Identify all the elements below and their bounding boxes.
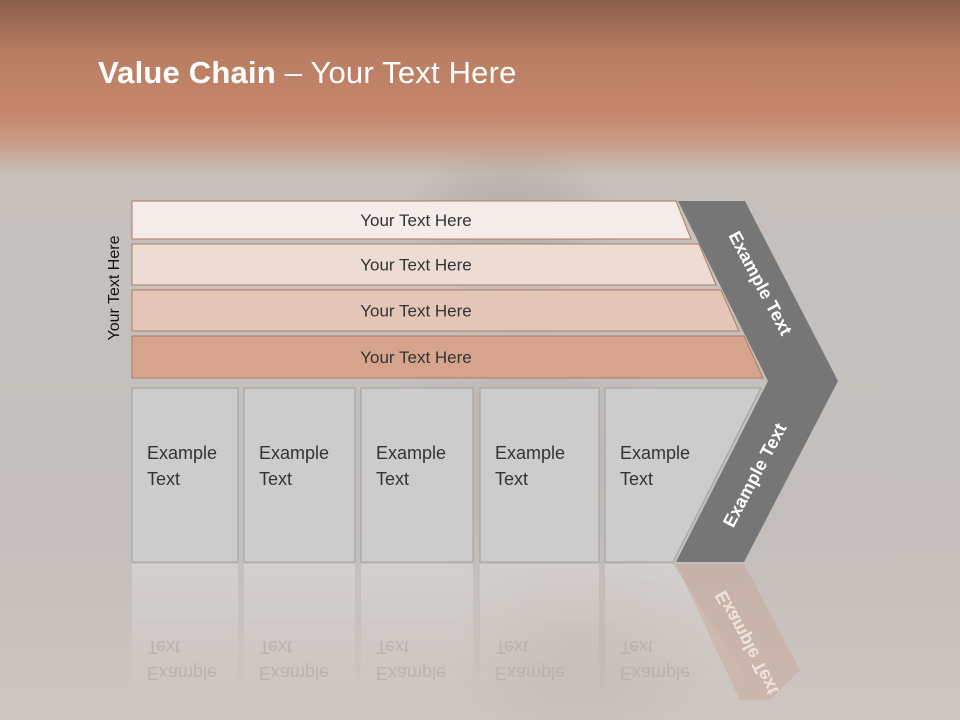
activity-box-reflection-line2: Text [495,637,528,657]
activity-box-5[interactable] [604,387,762,563]
activity-row-label: Your Text Here [360,256,472,275]
activity-box-reflection-line1: Example [620,663,690,683]
activity-box-4[interactable] [479,387,600,563]
activity-box-label-line2: Text [620,469,653,489]
activity-row-2[interactable] [131,243,717,286]
activity-box-reflection-line1: Example [259,663,329,683]
activity-box-label-line2: Text [376,469,409,489]
activity-row-4[interactable] [131,335,764,379]
activity-box-reflection [605,564,761,700]
activity-box-reflection [480,564,599,700]
activity-box-reflection-line2: Text [147,637,180,657]
slide-title[interactable]: Value Chain – Your Text Here [98,55,517,91]
activity-box-reflection-line2: Text [620,637,653,657]
activity-box-reflection [244,564,355,700]
activity-box-reflection-line1: Example [495,663,565,683]
activity-row-label: Your Text Here [360,211,472,230]
activity-box-label-line1: Example [495,443,565,463]
activity-box-label-line2: Text [495,469,528,489]
title-rest-part: – Your Text Here [275,55,517,90]
activity-row-1[interactable] [131,200,692,240]
activity-box-label-line1: Example [147,443,217,463]
title-bold-part: Value Chain [98,55,276,90]
activity-box-reflection [132,564,238,700]
activity-box-reflection [361,564,473,700]
activity-box-label-line1: Example [376,443,446,463]
activity-box-reflection-line1: Example [147,663,217,683]
activity-row-label: Your Text Here [360,302,472,321]
activity-box-label-line2: Text [147,469,180,489]
activity-box-reflection-line2: Text [376,637,409,657]
activity-box-label-line1: Example [620,443,690,463]
activity-box-reflection-line2: Text [259,637,292,657]
activity-box-1[interactable] [131,387,239,563]
activity-box-2[interactable] [243,387,356,563]
chevron-reflection [676,564,800,700]
activity-row-label: Your Text Here [360,348,472,367]
activity-box-label-line2: Text [259,469,292,489]
chevron-shape[interactable] [676,201,838,562]
activity-box-3[interactable] [360,387,474,563]
activity-box-reflection-line1: Example [376,663,446,683]
activity-box-label-line1: Example [259,443,329,463]
activity-row-3[interactable] [131,289,740,332]
